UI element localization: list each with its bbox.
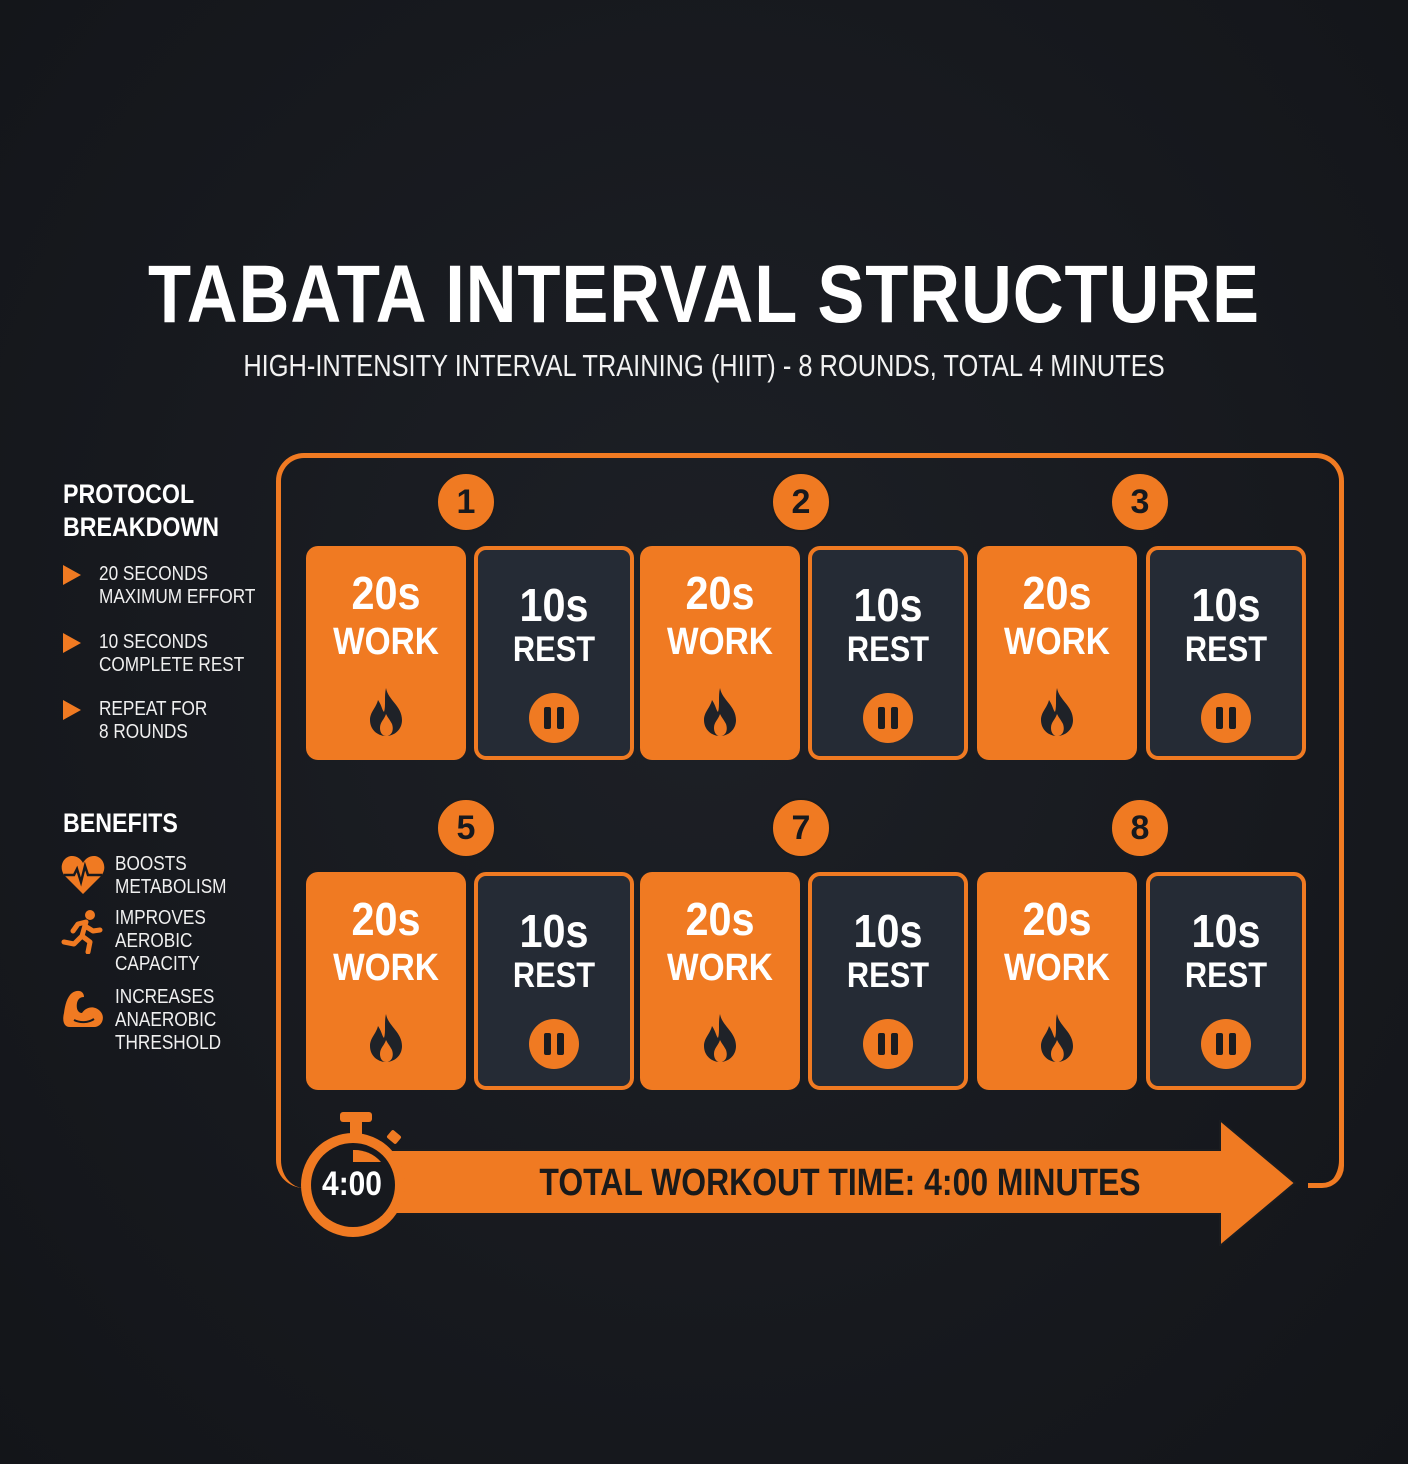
work-label: WORK (333, 621, 439, 663)
rest-time: 10s (1191, 579, 1261, 631)
flame-icon (704, 1014, 736, 1062)
benefit-line3: CAPACITY (115, 953, 200, 975)
protocol-item: 10 SECONDS COMPLETE REST (63, 630, 244, 676)
rest-label: REST (512, 956, 596, 995)
rest-label: REST (1184, 630, 1268, 669)
work-label: WORK (667, 947, 773, 989)
pause-icon (863, 1019, 913, 1069)
benefit-line1: IMPROVES (115, 907, 206, 929)
protocol-heading-line1: PROTOCOL (63, 479, 195, 509)
rest-card: 10s REST (474, 872, 634, 1090)
protocol-item-line2: MAXIMUM EFFORT (99, 586, 256, 608)
rest-card: 10s REST (474, 546, 634, 760)
round-number-badge: 5 (436, 798, 496, 858)
benefit-line2: AEROBIC (115, 930, 193, 952)
work-card: 20s WORK (306, 546, 466, 760)
protocol-item-line2: 8 ROUNDS (99, 721, 188, 743)
round-number-badge: 7 (771, 798, 831, 858)
protocol-item: 20 SECONDS MAXIMUM EFFORT (63, 562, 255, 608)
benefit-line2: ANAEROBIC (115, 1009, 217, 1031)
protocol-item-line1: REPEAT FOR (99, 698, 208, 720)
work-time: 20s (1022, 893, 1092, 945)
pause-icon (529, 693, 579, 743)
rest-time: 10s (519, 579, 589, 631)
total-workout-time-label: TOTAL WORKOUT TIME: 4:00 MINUTES (539, 1162, 1141, 1204)
work-card: 20s WORK (640, 546, 800, 760)
right-arrow-icon (360, 1120, 1297, 1246)
flexed-bicep-icon (63, 990, 103, 1027)
stopwatch-icon (301, 1112, 405, 1237)
round-number-badge: 2 (771, 472, 831, 532)
rest-label: REST (846, 956, 930, 995)
heart-pulse-icon (61, 856, 105, 894)
triangle-bullet-icon (63, 700, 81, 720)
benefit-line1: BOOSTS (115, 853, 187, 875)
flame-icon (370, 688, 402, 736)
page-subtitle: HIGH-INTENSITY INTERVAL TRAINING (HIIT) … (243, 348, 1165, 383)
work-card: 20s WORK (306, 872, 466, 1090)
benefit-line3: THRESHOLD (115, 1032, 222, 1054)
work-label: WORK (667, 621, 773, 663)
rest-label: REST (512, 630, 596, 669)
rest-time: 10s (1191, 905, 1261, 957)
work-label: WORK (1004, 947, 1110, 989)
work-label: WORK (333, 947, 439, 989)
flame-icon (370, 1014, 402, 1062)
work-label: WORK (1004, 621, 1110, 663)
rest-card: 10s REST (1146, 872, 1306, 1090)
work-time: 20s (1022, 567, 1092, 619)
benefits-heading: BENEFITS (63, 808, 178, 838)
work-time: 20s (685, 893, 755, 945)
protocol-item: REPEAT FOR 8 ROUNDS (63, 697, 207, 743)
rest-time: 10s (519, 905, 589, 957)
pause-icon (1201, 1019, 1251, 1069)
rest-label: REST (846, 630, 930, 669)
work-card: 20s WORK (640, 872, 800, 1090)
work-time: 20s (685, 567, 755, 619)
rest-card: 10s REST (808, 546, 968, 760)
rest-label: REST (1184, 956, 1268, 995)
protocol-heading-line2: BREAKDOWN (63, 512, 220, 542)
protocol-item-line2: COMPLETE REST (99, 654, 245, 676)
benefit-line1: INCREASES (115, 986, 215, 1008)
round-number-badge: 1 (436, 472, 496, 532)
flame-icon (1041, 688, 1073, 736)
stopwatch-time: 4:00 (322, 1165, 382, 1203)
page-title: TABATA INTERVAL STRUCTURE (148, 249, 1260, 340)
pause-icon (529, 1019, 579, 1069)
frame-return-hook (1308, 1130, 1344, 1188)
rest-time: 10s (853, 905, 923, 957)
rest-time: 10s (853, 579, 923, 631)
triangle-bullet-icon (63, 565, 81, 585)
triangle-bullet-icon (63, 633, 81, 653)
rest-card: 10s REST (1146, 546, 1306, 760)
pause-icon (863, 693, 913, 743)
work-card: 20s WORK (977, 872, 1137, 1090)
work-card: 20s WORK (977, 546, 1137, 760)
rest-card: 10s REST (808, 872, 968, 1090)
round-number-badge: 8 (1110, 798, 1170, 858)
protocol-item-line1: 20 SECONDS (99, 563, 208, 585)
flame-icon (1041, 1014, 1073, 1062)
flame-icon (704, 688, 736, 736)
work-time: 20s (351, 893, 421, 945)
pause-icon (1201, 693, 1251, 743)
round-number-badge: 3 (1110, 472, 1170, 532)
protocol-item-line1: 10 SECONDS (99, 631, 208, 653)
rounds-frame (276, 453, 1344, 1188)
work-time: 20s (351, 567, 421, 619)
benefit-line2: METABOLISM (115, 876, 227, 898)
running-person-icon (61, 910, 103, 954)
